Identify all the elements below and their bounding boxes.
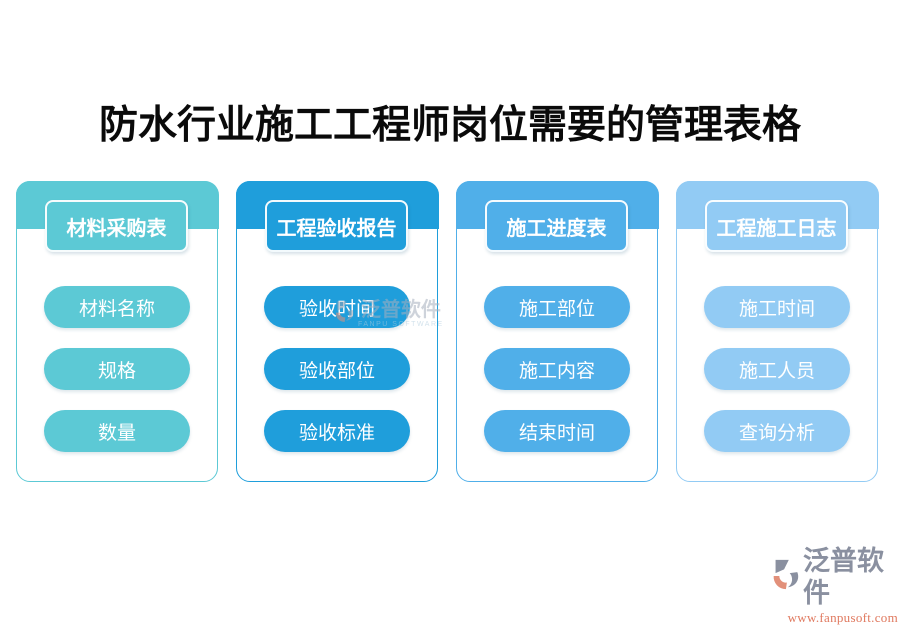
card-construction-schedule: 施工进度表 施工部位 施工内容 结束时间 (455, 180, 659, 482)
card-construction-log: 工程施工日志 施工时间 施工人员 查询分析 (675, 180, 879, 482)
card-item: 数量 (44, 410, 190, 452)
card-item: 施工部位 (484, 286, 630, 328)
card-item: 验收时间 (264, 286, 410, 328)
card-header: 施工进度表 (485, 200, 628, 252)
card-item: 施工人员 (704, 348, 850, 390)
card-item: 材料名称 (44, 286, 190, 328)
card-item: 施工时间 (704, 286, 850, 328)
card-header: 工程施工日志 (705, 200, 848, 252)
card-item: 验收标准 (264, 410, 410, 452)
card-item: 施工内容 (484, 348, 630, 390)
card-acceptance-report: 工程验收报告 验收时间 验收部位 验收标准 (235, 180, 439, 482)
card-header: 材料采购表 (45, 200, 188, 252)
footer-brand: 泛普软件 (803, 546, 884, 608)
page-title: 防水行业施工工程师岗位需要的管理表格 (98, 104, 801, 147)
cards-row: 材料采购表 材料名称 规格 数量 工程验收报告 验收时间 验收部位 验收标准 施… (15, 180, 879, 482)
card-item: 规格 (44, 348, 190, 390)
fanpu-logo-icon (768, 557, 802, 598)
card-item: 验收部位 (264, 348, 410, 390)
card-item: 查询分析 (704, 410, 850, 452)
footer-logo: 泛普软件 www.fanpusoft.com (768, 545, 898, 625)
card-item: 结束时间 (484, 410, 630, 452)
card-header: 工程验收报告 (265, 200, 408, 252)
footer-url-link[interactable]: www.fanpusoft.com (787, 610, 898, 625)
card-material-procurement: 材料采购表 材料名称 规格 数量 (15, 180, 219, 482)
